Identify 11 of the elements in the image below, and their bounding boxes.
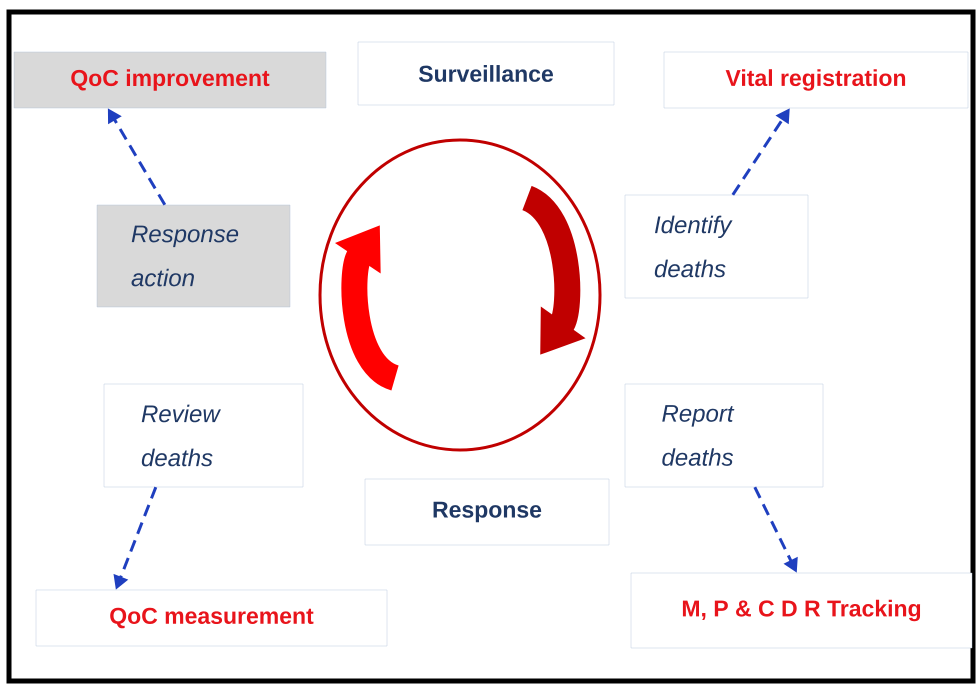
- cycle-circle: [318, 138, 602, 452]
- goal-box: Vital registration: [664, 52, 968, 108]
- step-box: Review deaths: [104, 384, 304, 488]
- title-box: Response: [364, 478, 610, 546]
- title-box: Surveillance: [358, 42, 614, 106]
- goal-box: QoC measurement: [36, 590, 388, 646]
- goal-box: QoC improvement: [14, 52, 326, 108]
- step-box: Response action: [96, 204, 290, 308]
- goal-box: M, P & C D R Tracking: [630, 572, 972, 648]
- step-box: Report deaths: [624, 384, 824, 488]
- step-box: Identify deaths: [624, 194, 808, 298]
